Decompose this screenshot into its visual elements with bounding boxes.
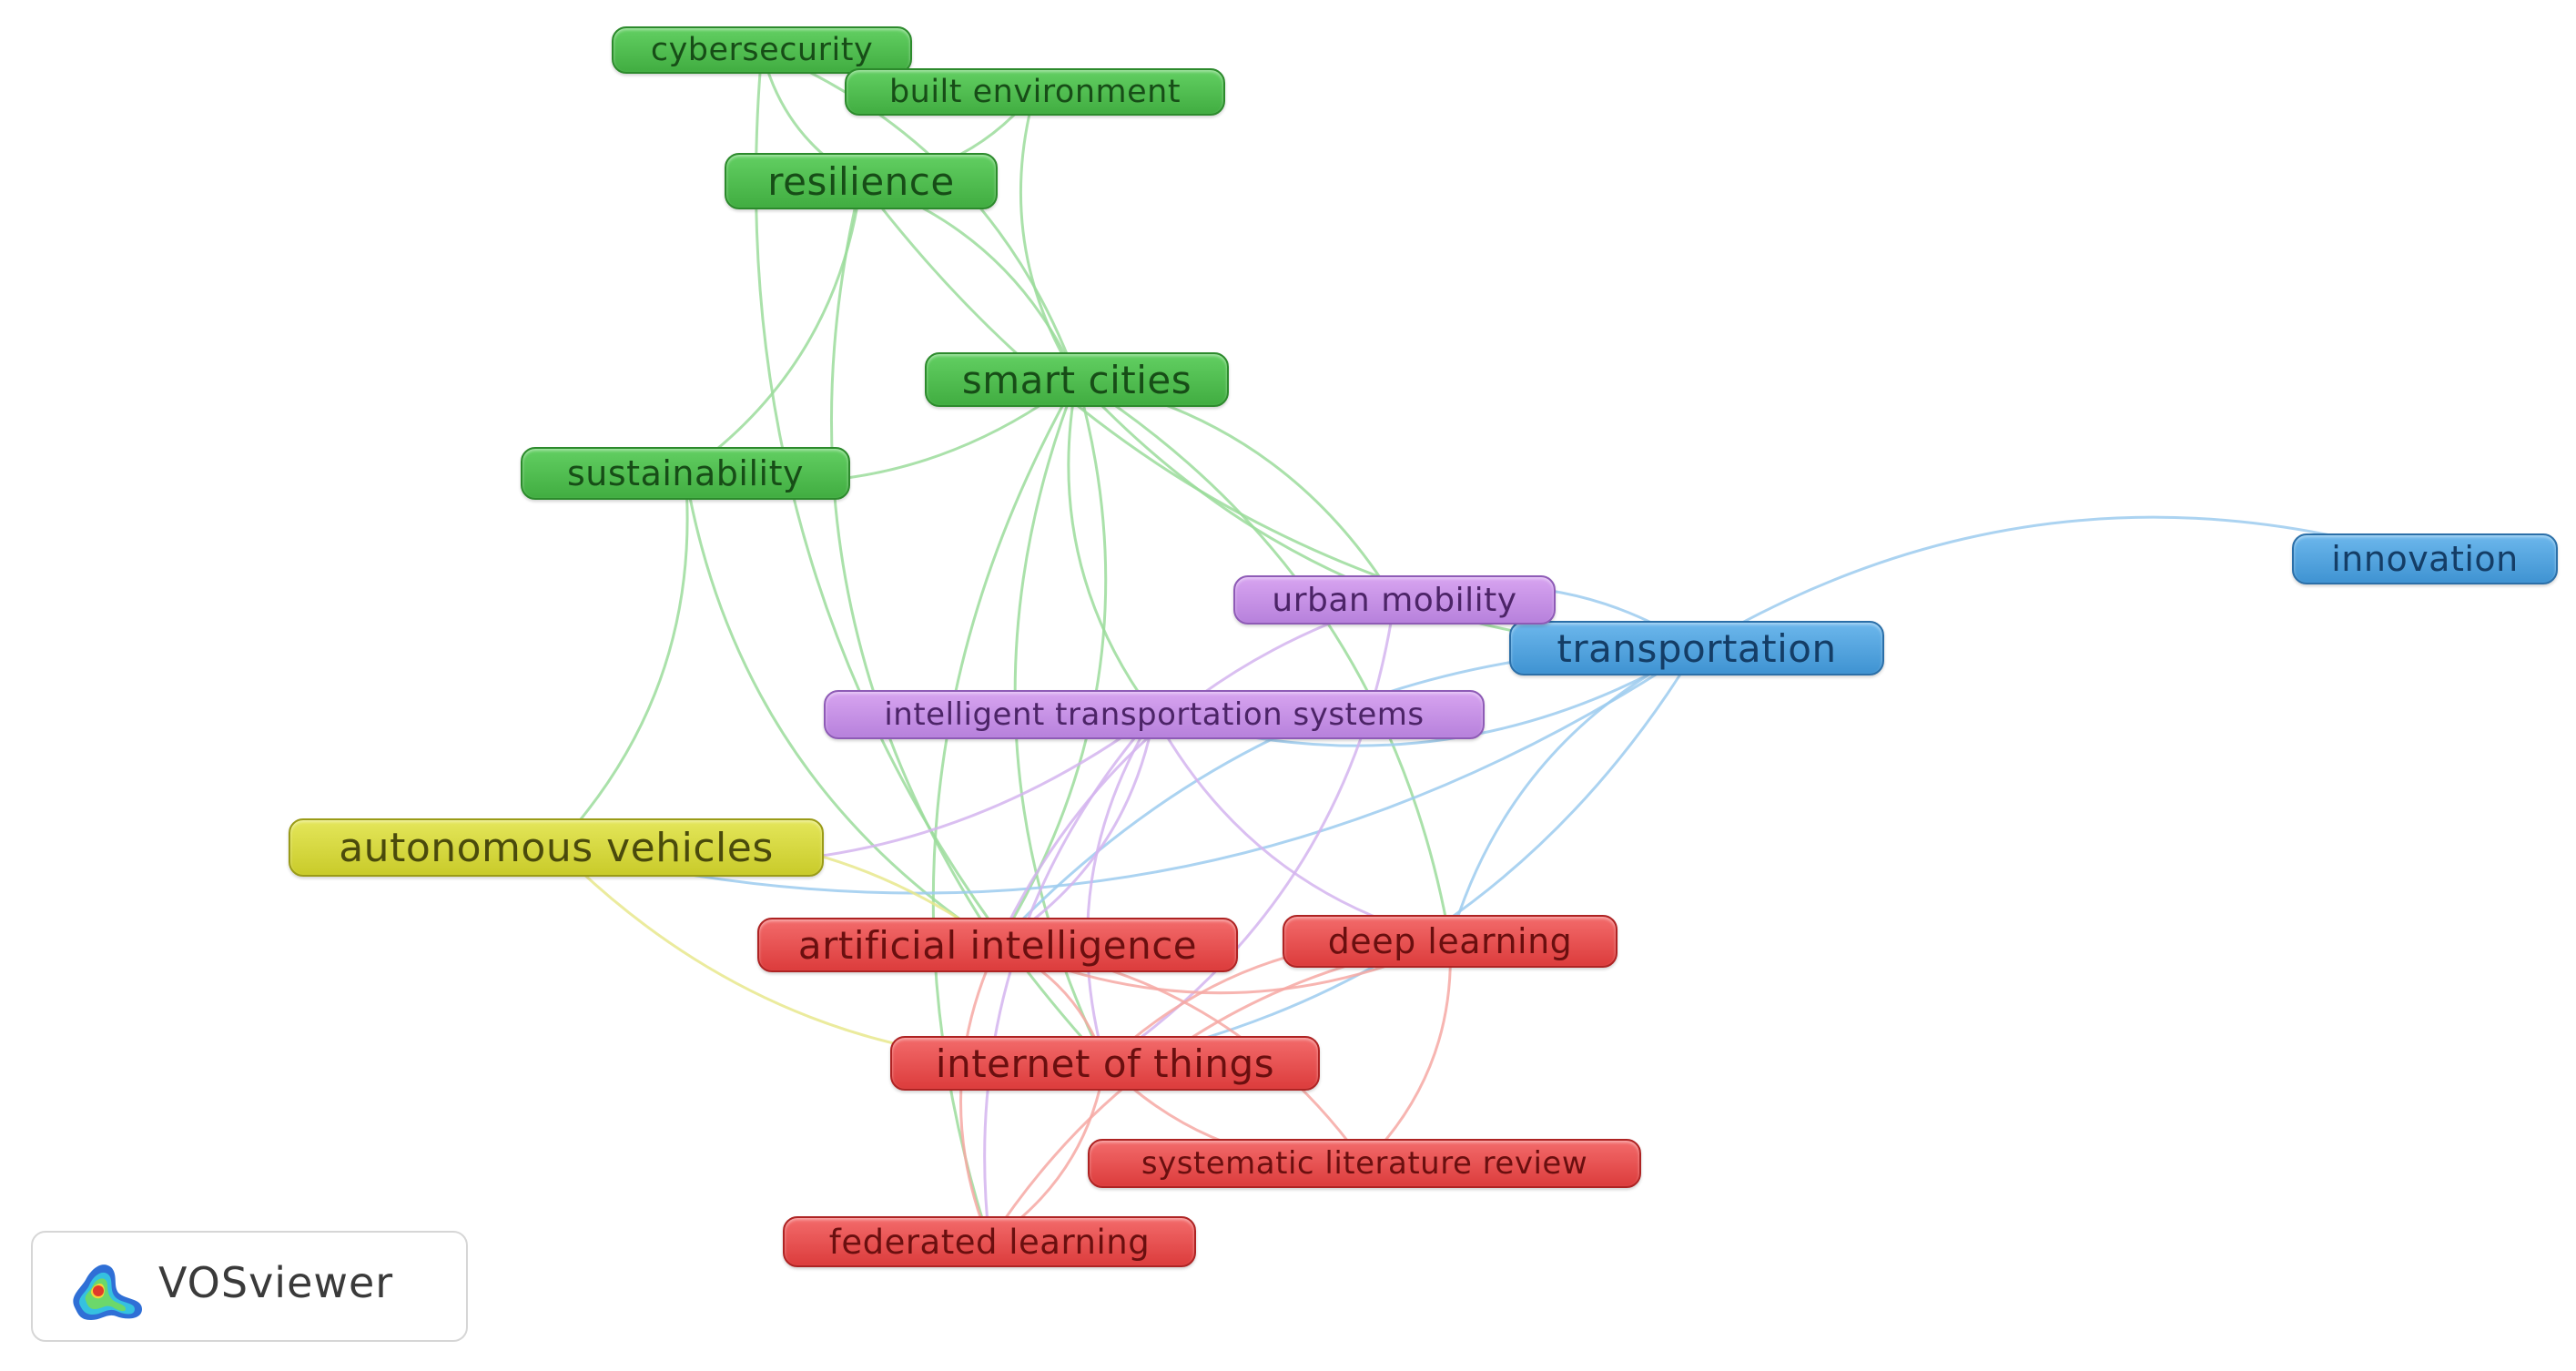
node-transportation[interactable]: transportation	[1509, 621, 1884, 675]
link-transportation-deep-learning	[1448, 646, 1698, 942]
node-artificial-intelligence[interactable]: artificial intelligence	[757, 918, 1238, 972]
node-internet-of-things[interactable]: internet of things	[890, 1036, 1320, 1091]
vosviewer-density-icon	[73, 1264, 142, 1320]
link-resilience-sustainability	[685, 180, 863, 475]
node-intelligent-transportation-systems[interactable]: intelligent transportation systems	[824, 690, 1485, 739]
link-transportation-innovation	[1696, 515, 2426, 650]
node-deep-learning[interactable]: deep learning	[1283, 915, 1618, 968]
node-sustainability[interactable]: sustainability	[521, 447, 850, 500]
link-urban-mobility-internet-of-things	[1104, 599, 1396, 1065]
link-artificial-intelligence-federated-learning	[959, 944, 999, 1243]
vosviewer-logo: VOSviewer	[31, 1231, 468, 1342]
link-smart-cities-federated-learning	[931, 379, 1079, 1243]
link-resilience-artificial-intelligence	[829, 180, 999, 946]
node-urban-mobility[interactable]: urban mobility	[1233, 575, 1556, 625]
link-smart-cities-deep-learning	[1076, 378, 1452, 942]
link-urban-mobility-artificial-intelligence	[996, 598, 1395, 946]
link-built-environment-smart-cities	[1019, 91, 1079, 381]
node-systematic-literature-review[interactable]: systematic literature review	[1088, 1139, 1641, 1188]
link-sustainability-artificial-intelligence	[684, 472, 999, 947]
node-smart-cities[interactable]: smart cities	[925, 352, 1229, 407]
link-smart-cities-artificial-intelligence	[996, 379, 1108, 946]
node-cybersecurity[interactable]: cybersecurity	[612, 26, 912, 74]
link-deep-learning-systematic-literature-review	[1363, 940, 1452, 1165]
node-autonomous-vehicles[interactable]: autonomous vehicles	[289, 818, 824, 877]
link-resilience-smart-cities	[860, 179, 1079, 381]
link-smart-cities-intelligent-transportation-systems	[1067, 379, 1156, 716]
node-built-environment[interactable]: built environment	[845, 68, 1225, 116]
node-federated-learning[interactable]: federated learning	[783, 1216, 1196, 1267]
link-sustainability-autonomous-vehicles	[554, 472, 689, 849]
link-intelligent-transportation-systems-internet-of-things	[1086, 714, 1156, 1064]
logo-text: VOSviewer	[158, 1258, 394, 1307]
node-resilience[interactable]: resilience	[725, 153, 998, 209]
node-innovation[interactable]: innovation	[2292, 533, 2558, 584]
link-intelligent-transportation-systems-artificial-intelligence	[997, 714, 1156, 947]
link-transportation-autonomous-vehicles	[555, 646, 1698, 895]
link-intelligent-transportation-systems-deep-learning	[1152, 714, 1451, 943]
